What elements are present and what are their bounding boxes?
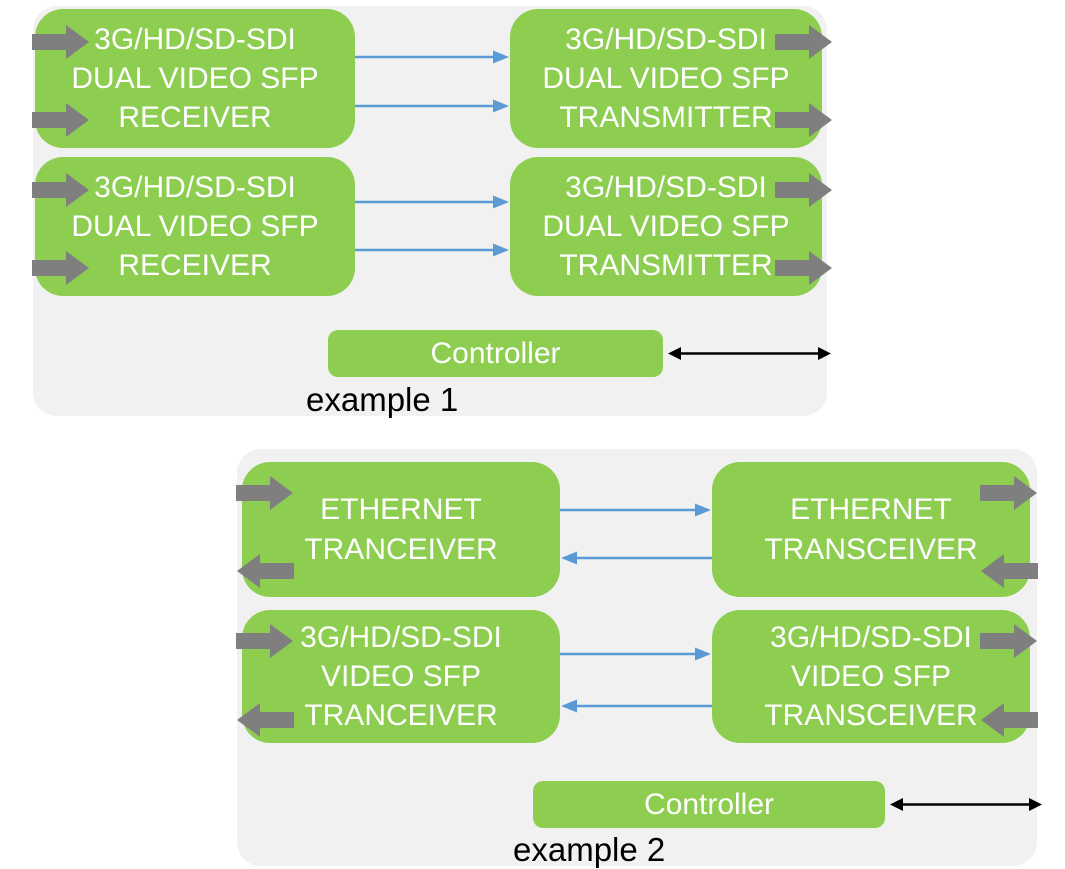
block-text-line: ETHERNET	[320, 492, 482, 526]
signal-input-arrow-icon	[981, 554, 1038, 588]
fiber-link-arrow-icon	[355, 243, 509, 257]
fiber-link-arrow-icon	[560, 503, 711, 517]
signal-input-arrow-icon	[32, 251, 89, 285]
block-text-line: TRANSCEIVER	[764, 699, 978, 732]
block-text-line: TRANSMITTER	[559, 249, 773, 282]
signal-output-arrow-icon	[775, 251, 832, 285]
signal-input-arrow-icon	[32, 103, 89, 137]
signal-output-arrow-icon	[980, 476, 1037, 510]
block-dual-sfp-receiver-top: 3G/HD/SD-SDI DUAL VIDEO SFP RECEIVER	[32, 9, 355, 148]
signal-output-arrow-icon	[775, 103, 832, 137]
signal-output-arrow-icon	[237, 554, 294, 588]
example2-label: example 2	[513, 831, 666, 868]
control-bus-double-arrow-icon	[890, 798, 1042, 811]
block-text-line: RECEIVER	[118, 249, 272, 282]
block-text-line: DUAL VIDEO SFP	[71, 210, 319, 243]
block-text-line: TRANCEIVER	[304, 699, 498, 732]
block-video-sfp-transceiver-right: 3G/HD/SD-SDI VIDEO SFP TRANSCEIVER	[712, 610, 1038, 743]
signal-output-arrow-icon	[980, 624, 1037, 658]
block-text-line: DUAL VIDEO SFP	[542, 210, 790, 243]
block-text-line: 3G/HD/SD-SDI	[770, 621, 972, 654]
block-text-line: 3G/HD/SD-SDI	[94, 171, 296, 204]
block-text-line: RECEIVER	[118, 101, 272, 134]
control-bus-double-arrow-icon	[668, 347, 831, 360]
block-text-line: 3G/HD/SD-SDI	[565, 171, 767, 204]
signal-input-arrow-icon	[32, 25, 89, 59]
block-text-line: 3G/HD/SD-SDI	[300, 621, 502, 654]
fiber-link-arrow-icon	[355, 50, 509, 64]
block-text-line: TRANCEIVER	[304, 532, 498, 566]
block-text-line: 3G/HD/SD-SDI	[565, 23, 767, 56]
block-dual-sfp-receiver-bottom: 3G/HD/SD-SDI DUAL VIDEO SFP RECEIVER	[32, 157, 355, 296]
block-text-line: DUAL VIDEO SFP	[542, 62, 790, 95]
signal-output-arrow-icon	[775, 173, 832, 207]
fiber-link-arrow-icon	[355, 99, 509, 113]
controller-block-example1: Controller	[328, 330, 663, 377]
fiber-link-arrow-icon	[561, 551, 712, 565]
block-dual-sfp-transmitter-bottom: 3G/HD/SD-SDI DUAL VIDEO SFP TRANSMITTER	[510, 157, 832, 296]
block-dual-sfp-transmitter-top: 3G/HD/SD-SDI DUAL VIDEO SFP TRANSMITTER	[510, 9, 832, 148]
controller-label: Controller	[643, 787, 775, 821]
signal-output-arrow-icon	[775, 25, 832, 59]
signal-input-arrow-icon	[236, 476, 293, 510]
signal-input-arrow-icon	[236, 624, 293, 658]
block-ethernet-tranceiver-left: ETHERNET TRANCEIVER	[236, 462, 560, 597]
fiber-link-arrow-icon	[560, 647, 711, 661]
block-video-sfp-tranceiver-left: 3G/HD/SD-SDI VIDEO SFP TRANCEIVER	[236, 610, 560, 743]
example1-label: example 1	[306, 381, 459, 418]
block-text-line: VIDEO SFP	[320, 660, 482, 693]
signal-output-arrow-icon	[237, 703, 294, 737]
block-text-line: TRANSCEIVER	[764, 532, 978, 566]
block-ethernet-transceiver-right: ETHERNET TRANSCEIVER	[712, 462, 1038, 597]
block-text-line: DUAL VIDEO SFP	[71, 62, 319, 95]
controller-block-example2: Controller	[533, 781, 885, 828]
block-text-line: TRANSMITTER	[559, 101, 773, 134]
controller-label: Controller	[430, 336, 561, 370]
signal-input-arrow-icon	[32, 173, 89, 207]
block-text-line: VIDEO SFP	[790, 660, 952, 693]
signal-input-arrow-icon	[981, 703, 1038, 737]
fiber-link-arrow-icon	[561, 699, 712, 713]
block-text-line: 3G/HD/SD-SDI	[94, 23, 296, 56]
block-text-line: ETHERNET	[790, 492, 952, 526]
fiber-link-arrow-icon	[355, 195, 509, 209]
